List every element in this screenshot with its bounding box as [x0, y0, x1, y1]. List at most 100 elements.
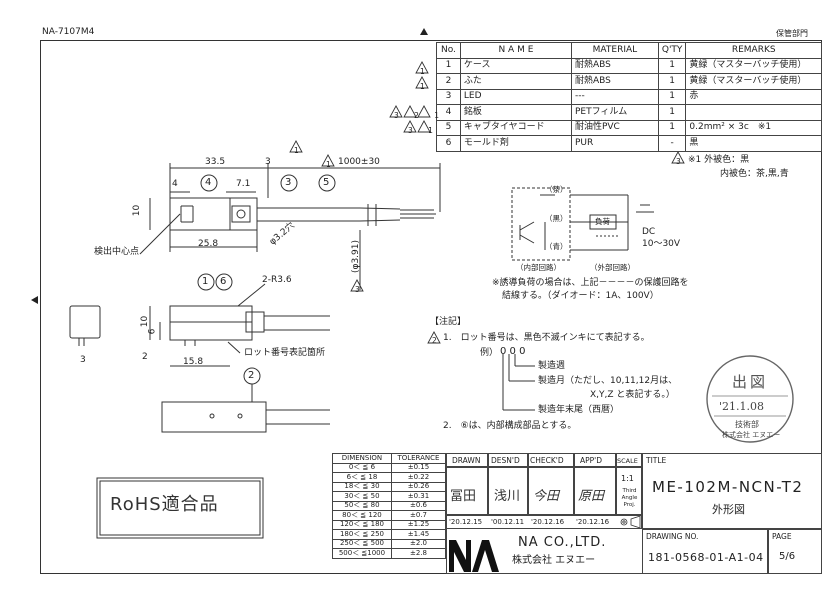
notes-title: 【注記】	[430, 317, 467, 327]
lot-year: 製造年末尾（西暦）	[538, 405, 620, 415]
outer-circuit-label: （外部回路）	[590, 263, 635, 272]
dim-text: 6	[147, 328, 158, 335]
dim-text: (φ3.91)	[351, 240, 361, 273]
table-row: 30＜ ≦ 50±0.31	[332, 491, 447, 502]
date-checked: '20.12.16	[531, 518, 565, 526]
inner-circuit-label: （内部回路）	[516, 263, 561, 272]
dim-text: 33.5	[205, 157, 226, 167]
center-mark-top	[420, 28, 428, 35]
dim-text: 1000±30	[338, 157, 380, 167]
header-scale: SCALE	[617, 457, 638, 465]
header-drawn: DRAWN	[452, 456, 481, 465]
rev-marker: 1	[420, 67, 425, 76]
page-number: 5/6	[779, 551, 796, 562]
dim-text: 3	[265, 157, 271, 167]
table-row: 18＜ ≦ 30±0.26	[332, 481, 447, 492]
drawing-title: ME-102M-NCN-T2	[652, 478, 804, 496]
lot-position-label: ロット番号表記箇所	[244, 348, 326, 358]
dim-text: 10	[140, 315, 151, 328]
date-approved: '20.12.16	[576, 518, 610, 526]
projection-label: Third Angle Proj.	[621, 488, 638, 508]
dim-text: 2	[142, 352, 148, 362]
circuit-note-2: 結線する。（ダイオード：1A、100V）	[502, 291, 659, 301]
table-row: 120＜ ≦ 180±1.25	[332, 519, 447, 530]
balloon-1: 1	[202, 276, 209, 287]
drawing-number: 181-0568-01-A1-04	[648, 551, 764, 564]
stamp-company: 株式会社 エヌエー	[722, 431, 781, 439]
date-drawn: '20.12.15	[449, 518, 483, 526]
col-header-material: MATERIAL	[570, 42, 659, 59]
wire-blue-label: （青）	[545, 242, 568, 251]
voltage-label: 10～30V	[642, 239, 681, 249]
table-row: 1 ケース 耐熱ABS 1 黄緑（マスターバッチ使用）	[436, 57, 822, 74]
col-header-dimension: DIMENSION	[332, 453, 392, 464]
header-drawing-no: DRAWING NO.	[646, 532, 699, 541]
lot-code: 0 0 0	[500, 346, 526, 357]
sensor-side-view	[169, 305, 253, 341]
drawing-subtitle: 外形図	[712, 503, 745, 516]
header-designed: DESN'D	[491, 456, 520, 465]
col-header-no: No.	[436, 42, 461, 59]
load-label: 負荷	[595, 217, 610, 226]
signature-approved: 原田	[578, 489, 605, 504]
lot-month: 製造月（ただし、10,11,12月は、	[538, 376, 678, 386]
col-header-tolerance: TOLERANCE	[390, 453, 447, 464]
cable-note-2: 内被色：茶,黒,青	[720, 169, 789, 179]
lot-week: 製造週	[538, 361, 566, 371]
rohs-box-outer	[96, 477, 264, 539]
signature-drawn: 冨田	[450, 489, 477, 504]
center-mark-left	[31, 296, 38, 304]
rev-marker: 3 2 1	[394, 111, 446, 120]
dim-text: 3	[80, 355, 86, 365]
sensor-bottom-view	[161, 401, 267, 433]
rev-marker: 3	[355, 285, 360, 294]
signature-checked: 今田	[533, 489, 560, 504]
parts-table: No. N A M E MATERIAL Q'TY REMARKS 1 ケース …	[436, 42, 822, 152]
table-row: 5 キャブタイヤコード 耐油性PVC 1 0.2mm² × 3c ※1	[436, 119, 822, 136]
circuit-note-1: ※誘導負荷の場合は、上記－－－－の保護回路を	[492, 278, 689, 288]
dim-text: 2-R3.6	[262, 275, 292, 285]
header-approved: APP'D	[580, 456, 603, 465]
cable-note-1: ※1 外被色：黒	[688, 155, 750, 165]
table-row: 50＜ ≦ 80±0.6	[332, 500, 447, 511]
rev-marker: 1	[294, 146, 299, 155]
rev-marker: 3	[676, 157, 681, 166]
signature-designed: 浅川	[494, 489, 521, 504]
note-2: 2. ⑥は、内部構成部品とする。	[443, 421, 577, 431]
drawing-frame	[40, 40, 822, 574]
balloon-2: 2	[248, 370, 255, 381]
col-header-qty: Q'TY	[657, 42, 687, 59]
col-header-name: N A M E	[459, 42, 572, 59]
company-en: NA CO.,LTD.	[518, 535, 607, 550]
stamp-circle	[706, 355, 794, 443]
note-example: 例）	[480, 348, 499, 358]
dept-label: 保管部門	[776, 29, 808, 38]
date-designed: '00.12.11	[491, 518, 525, 526]
stamp-dept: 技術部	[735, 420, 759, 429]
table-row: 180＜ ≦ 250±1.45	[332, 529, 447, 540]
table-row: 6＜ ≦ 18±0.22	[332, 472, 447, 483]
sensor-end-view	[69, 305, 101, 339]
table-row: 250＜ ≦ 500±2.0	[332, 538, 447, 549]
sensor-top-view	[169, 197, 258, 231]
na-logo	[449, 540, 499, 572]
table-row: 6 モールド剤 PUR - 黒	[436, 135, 822, 152]
rev-marker: 3 1	[408, 126, 440, 135]
balloon-5: 5	[323, 177, 330, 188]
tolerance-table: DIMENSION TOLERANCE 0＜ ≦ 6±0.15 6＜ ≦ 18±…	[332, 453, 447, 559]
rev-marker: 1	[326, 160, 331, 169]
col-header-remarks: REMARKS	[685, 42, 822, 59]
header-title: TITLE	[646, 456, 667, 465]
dim-text: 15.8	[183, 357, 204, 367]
stamp-top: 出図	[732, 373, 769, 391]
rev-marker: 2	[432, 336, 437, 345]
dim-text: 25.8	[198, 239, 219, 249]
dc-label: DC	[642, 227, 656, 237]
table-row: 80＜ ≦ 120±0.7	[332, 510, 447, 521]
rev-marker: 1	[420, 82, 425, 91]
wire-black-label: （黒）	[545, 214, 568, 223]
header-checked: CHECK'D	[530, 456, 564, 465]
center-point-label: 検出中心点	[94, 247, 140, 257]
scale-value: 1:1	[621, 474, 634, 483]
table-row: 0＜ ≦ 6±0.15	[332, 462, 447, 473]
